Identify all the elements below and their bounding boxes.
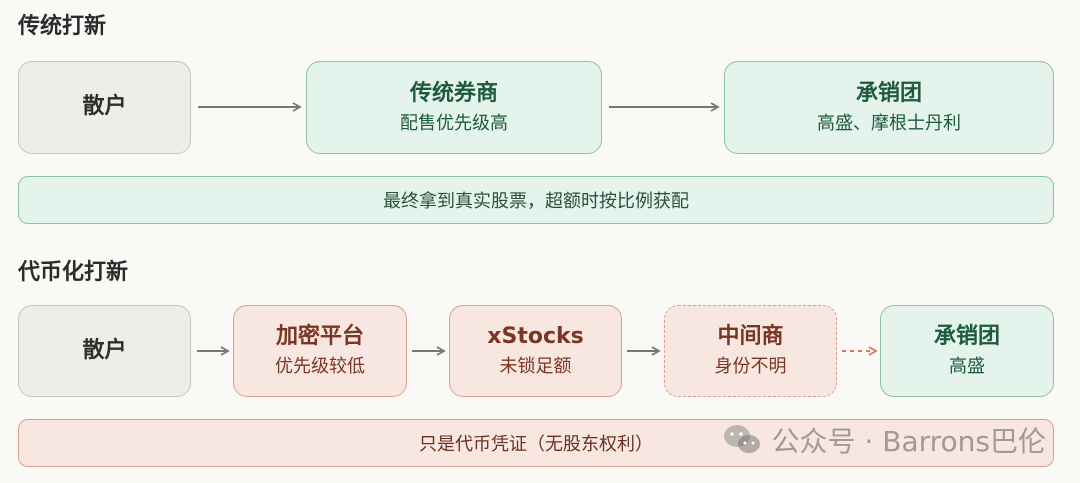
node-label: 加密平台: [275, 324, 364, 349]
node-sublabel: 高盛、摩根士丹利: [817, 112, 961, 134]
node-traditional-broker: 传统券商 配售优先级高: [306, 61, 602, 154]
result-banner-tokenized: 只是代币凭证（无股东权利）: [18, 419, 1054, 467]
node-underwriter-traditional: 承销团 高盛、摩根士丹利: [724, 61, 1054, 154]
node-sublabel: 配售优先级高: [400, 112, 508, 134]
node-retail-tokenized: 散户: [18, 305, 191, 397]
section-title-tokenized: 代币化打新: [18, 260, 129, 285]
node-retail-traditional: 散户: [18, 61, 191, 154]
result-text: 只是代币凭证（无股东权利）: [419, 434, 653, 455]
node-label: xStocks: [487, 324, 584, 349]
node-label: 承销团: [933, 324, 1000, 349]
node-underwriter-tokenized: 承销团 高盛: [880, 305, 1054, 397]
node-label: 承销团: [855, 80, 922, 106]
result-text: 最终拿到真实股票，超额时按比例获配: [383, 191, 689, 212]
node-label: 传统券商: [409, 80, 498, 106]
node-sublabel: 未锁足额: [499, 356, 572, 378]
node-xstocks: xStocks 未锁足额: [449, 305, 622, 397]
wechat-icon: [723, 425, 760, 453]
node-sublabel: 高盛: [949, 356, 985, 378]
node-sublabel: 身份不明: [714, 356, 787, 378]
watermark-text: 公众号 · Barrons巴伦: [771, 425, 1046, 458]
result-banner-traditional: 最终拿到真实股票，超额时按比例获配: [18, 176, 1054, 224]
node-middleman: 中间商 身份不明: [664, 305, 837, 397]
node-label: 散户: [82, 94, 127, 120]
watermark: 公众号 · Barrons巴伦: [722, 420, 1046, 460]
node-label: 散户: [82, 337, 127, 363]
node-sublabel: 优先级较低: [275, 356, 365, 378]
node-crypto-platform: 加密平台 优先级较低: [233, 305, 407, 397]
node-label: 中间商: [717, 324, 784, 349]
section-title-traditional: 传统打新: [18, 14, 107, 39]
